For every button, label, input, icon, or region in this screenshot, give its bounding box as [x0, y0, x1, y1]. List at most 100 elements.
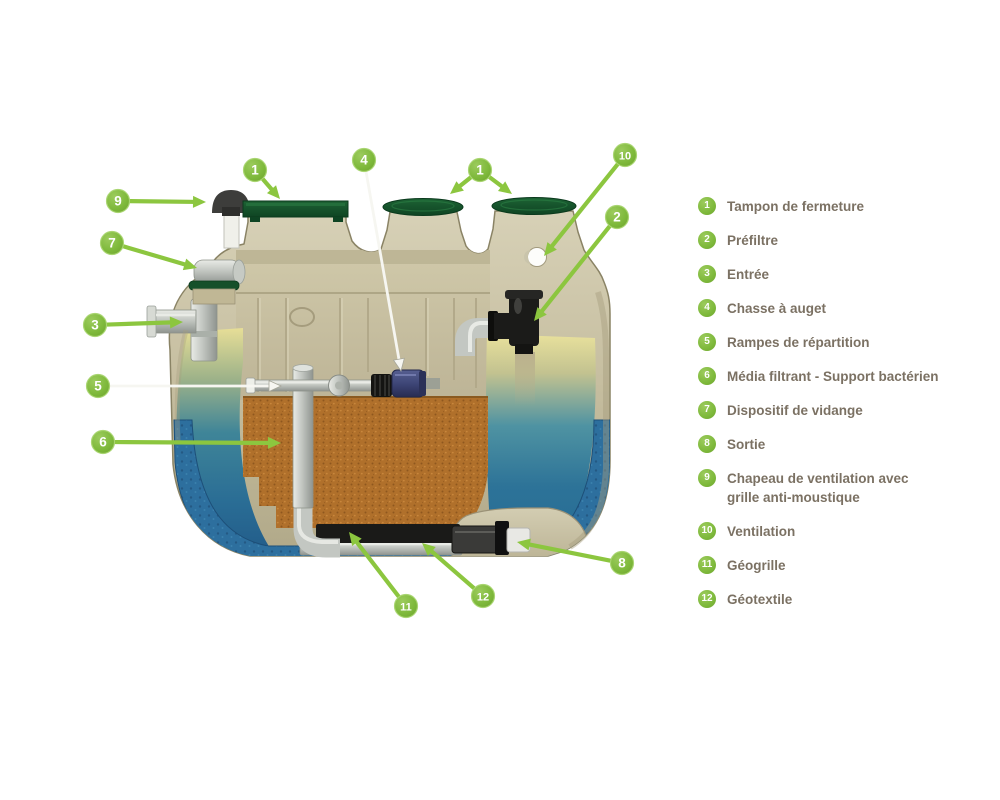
- callout-number: 7: [108, 236, 116, 251]
- legend-number-badge: 5: [698, 333, 716, 351]
- legend-number-badge: 1: [698, 197, 716, 215]
- callout-10-ventilation-hole: 10: [544, 142, 638, 256]
- legend-item-label: Ventilation: [727, 524, 796, 539]
- callout-line: [425, 545, 476, 590]
- callout-number-badge: [393, 593, 419, 619]
- callout-7-drain-fitting: 7: [99, 230, 197, 271]
- shell-foot-notch-left: [252, 568, 276, 583]
- callout-number: 8: [618, 556, 626, 571]
- callout-number: 4: [360, 153, 368, 168]
- callout-line: [121, 244, 193, 269]
- legend-item-label: Rampes de répartition: [727, 335, 870, 350]
- callout-line: [105, 320, 178, 327]
- callout-line: [128, 199, 201, 205]
- outlet-pipe: [451, 521, 531, 555]
- callout-number: 1: [251, 163, 259, 178]
- callout-number: 3: [91, 318, 99, 333]
- callout-arrowhead: [182, 258, 197, 271]
- legend-item-label: Média filtrant - Support bactérien: [727, 369, 939, 384]
- callout-line: [351, 535, 401, 599]
- callout-6-filter-media: 6: [90, 429, 281, 455]
- legend-item-7: 7 Dispositif de vidange: [698, 401, 960, 420]
- legend-number-badge: 4: [698, 299, 716, 317]
- callout-11-geogrid-layer: 11: [349, 532, 419, 619]
- legend-item-label: Tampon de fermeture: [727, 199, 865, 214]
- callout-number: 10: [619, 151, 631, 163]
- callout-arrowhead: [517, 538, 531, 551]
- callout-number-badge: [82, 312, 108, 338]
- legend-item-label: Préfiltre: [727, 233, 779, 248]
- legend-item-12: 12 Géotextile: [698, 590, 960, 609]
- legend-number-badge: 8: [698, 435, 716, 453]
- filter-media: [243, 396, 488, 528]
- callout-8-outlet-pipe: 8: [517, 538, 635, 576]
- callout-1-closure-lid-left: 1: [242, 157, 280, 199]
- tipping-bucket: [371, 369, 440, 398]
- interior-panel: [236, 250, 490, 400]
- callout-arrowhead: [450, 181, 464, 194]
- callout-number-badge: [470, 583, 496, 609]
- callout-2-prefilter: 2: [534, 204, 630, 321]
- vent-cap: [212, 190, 250, 249]
- callout-number: 9: [114, 194, 122, 209]
- callout-number: 2: [613, 210, 621, 225]
- callout-number-badge: [351, 147, 377, 173]
- legend-item-label: Chapeau de ventilation avec grille anti-…: [727, 471, 909, 505]
- callout-arrowhead: [544, 242, 557, 256]
- right-wall-shading: [568, 291, 609, 550]
- callout-3-inlet-pipe: 3: [82, 312, 183, 338]
- legend-item-5: 5 Rampes de répartition: [698, 333, 960, 352]
- callout-number: 12: [477, 592, 489, 604]
- legend-number-badge: 6: [698, 367, 716, 385]
- access-lid-middle: [382, 198, 464, 216]
- closure-lid-left: [242, 200, 349, 222]
- drain-fitting: [188, 259, 246, 305]
- callout-number: 6: [99, 435, 107, 450]
- legend-number-badge: 7: [698, 401, 716, 419]
- callout-line: [113, 439, 276, 446]
- legend-item-label: Géotextile: [727, 592, 793, 607]
- callout-arrowhead: [422, 543, 436, 557]
- legend-number-badge: 10: [698, 522, 716, 540]
- callout-arrowhead: [266, 185, 280, 199]
- callout-line: [546, 162, 620, 253]
- callout-arrowhead: [267, 436, 281, 449]
- access-lid-right: [491, 197, 577, 215]
- callout-4-tipping-bucket: 4: [351, 147, 405, 372]
- callout-number: 11: [400, 602, 412, 614]
- legend-item-label: Dispositif de vidange: [727, 403, 863, 418]
- legend-item-10: 10 Ventilation: [698, 522, 960, 541]
- callout-5-distribution-pipe: 5: [85, 373, 282, 399]
- legend-number-badge: 12: [698, 590, 716, 608]
- callout-arrowhead: [498, 181, 512, 194]
- legend-item-label: Sortie: [727, 437, 766, 452]
- ventilation-hole: [524, 247, 547, 267]
- callout-number-badge: [105, 188, 131, 214]
- callout-number-badge: [90, 429, 116, 455]
- legend-item-9: 9 Chapeau de ventilation avec grille anti…: [698, 469, 960, 507]
- legend-item-8: 8 Sortie: [698, 435, 960, 454]
- legend-number-badge: 11: [698, 556, 716, 574]
- callout-number: 5: [94, 379, 102, 394]
- legend-number-badge: 9: [698, 469, 716, 487]
- callout-line: [364, 170, 402, 366]
- callout-9-vent-cap: 9: [105, 188, 206, 214]
- legend-item-6: 6 Média filtrant - Support bactérien: [698, 367, 960, 386]
- prefilter: [455, 290, 543, 406]
- callout-number-badge: [612, 142, 638, 168]
- callout-arrowhead: [534, 307, 547, 321]
- callout-12-geotextile-layer: 12: [422, 543, 496, 609]
- callout-arrowhead: [392, 357, 405, 372]
- callout-line: [521, 541, 612, 563]
- legend-item-label: Entrée: [727, 267, 770, 282]
- callout-number-badge: [242, 157, 268, 183]
- callout-number: 1: [476, 163, 484, 178]
- legend-number-badge: 3: [698, 265, 716, 283]
- legend-item-3: 3 Entrée: [698, 265, 960, 284]
- left-wall-shading: [174, 329, 189, 443]
